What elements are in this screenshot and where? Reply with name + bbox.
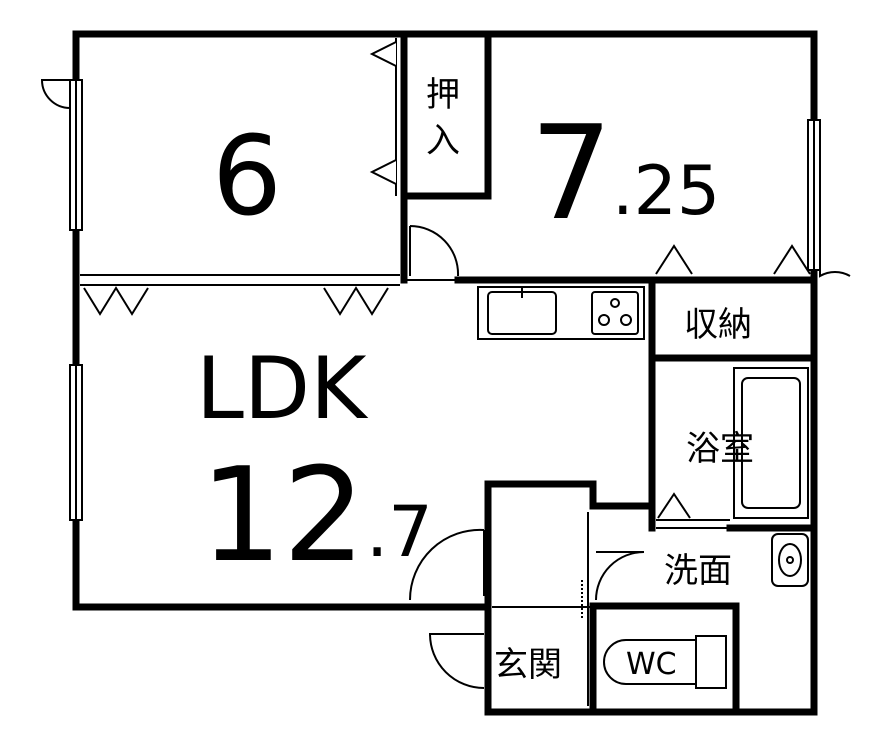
wash-basin xyxy=(771,533,809,587)
washroom-label: 洗面 xyxy=(664,551,732,591)
windows xyxy=(69,79,821,521)
room7-size-int: 7 xyxy=(530,97,613,249)
room7-marker-right xyxy=(773,244,811,275)
ldk-label: LDK xyxy=(196,339,369,439)
ldk-size-int: 12 xyxy=(200,439,365,591)
toilet-tank xyxy=(695,635,727,689)
door-arc-room7 xyxy=(409,224,460,277)
toilet-bowl xyxy=(603,639,697,685)
oshiire-label-1: 押 xyxy=(426,75,460,115)
stove-burner-2 xyxy=(620,314,632,326)
oshiire-marker-bottom xyxy=(369,159,397,185)
stove-burner-3 xyxy=(610,298,620,308)
door-arc-ldk xyxy=(408,528,485,601)
oshiire-label-2: 入 xyxy=(426,121,460,161)
ldk-size-dec: .7 xyxy=(366,491,433,573)
oshiire-marker-top xyxy=(369,41,397,67)
bath-label: 浴室 xyxy=(686,429,754,469)
door-markers xyxy=(83,41,811,519)
entrance-label: 玄関 xyxy=(494,645,562,685)
storage-label: 収納 xyxy=(684,305,752,345)
toilet xyxy=(603,635,727,689)
door-arc-room6-outer xyxy=(40,79,71,109)
room7-marker-left xyxy=(655,244,693,275)
bathtub xyxy=(733,367,809,519)
kitchen-sink xyxy=(487,291,557,335)
sliding-marker-left xyxy=(83,286,149,316)
stove-burner-1 xyxy=(598,314,610,326)
door-arc-entrance xyxy=(428,633,485,689)
sliding-marker-right xyxy=(323,286,389,316)
toilet-label: WC xyxy=(626,647,677,682)
room7-size-dec: .25 xyxy=(612,152,720,231)
door-arc-room7-outer xyxy=(819,244,851,278)
door-arc-washroom xyxy=(595,551,645,601)
labels: 6 7 .25 LDK 12 .7 押 入 収納 浴室 洗面 玄関 WC xyxy=(196,75,754,685)
bathtub-inner xyxy=(741,377,801,509)
kitchen xyxy=(477,286,645,340)
room6-size: 6 xyxy=(212,112,282,240)
basin-drain xyxy=(786,556,794,564)
doors xyxy=(40,79,851,689)
bath-marker xyxy=(657,492,691,519)
